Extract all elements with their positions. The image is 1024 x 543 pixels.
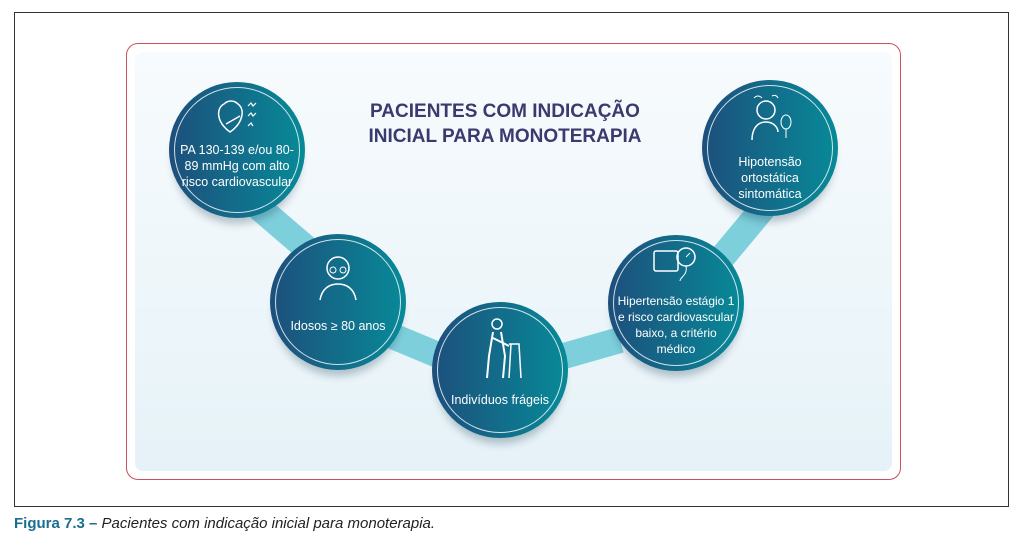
elderly-person-icon: [319, 256, 357, 301]
node-frail: Indivíduos frágeis: [432, 302, 568, 438]
blood-pressure-monitor-icon: [653, 247, 696, 282]
node-hypotension: Hipotensão ortostática sintomática: [702, 80, 838, 216]
figure-frame: [14, 12, 1009, 507]
heart-icon: [217, 100, 257, 133]
node-elderly: Idosos ≥ 80 anos: [270, 234, 406, 370]
node-high-risk: PA 130-139 e/ou 80-89 mmHg com alto risc…: [169, 82, 305, 218]
node-stage1: Hipertensão estágio 1 e risco cardiovasc…: [608, 235, 744, 371]
walker-icon: [486, 318, 522, 379]
figure-caption: Figura 7.3 – Pacientes com indicação ini…: [14, 515, 436, 532]
diagram-title: PACIENTES COM INDICAÇÃO INICIAL PARA MON…: [368, 101, 642, 147]
dizzy-person-icon: [751, 94, 792, 141]
